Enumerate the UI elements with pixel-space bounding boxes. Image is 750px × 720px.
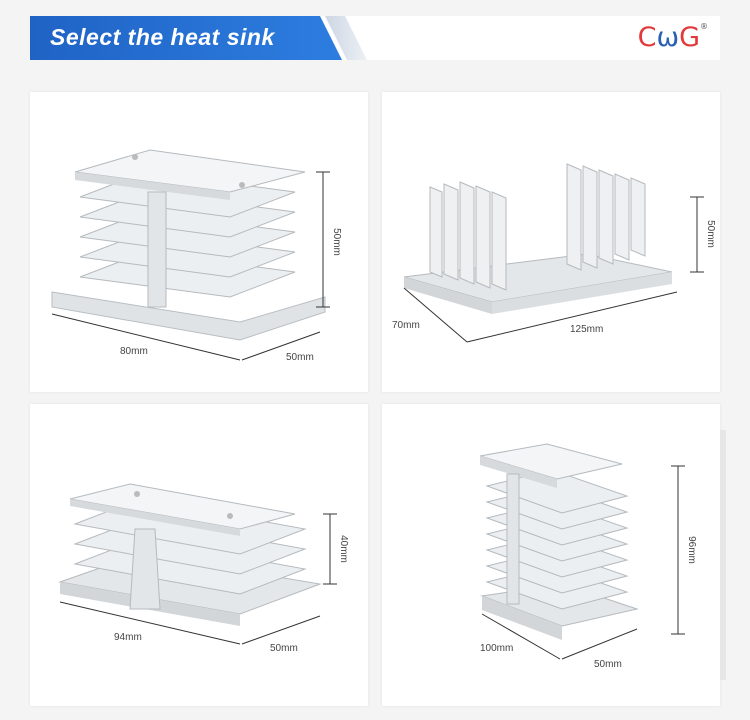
product-card-2[interactable]: 50mm 125mm 70mm [382, 92, 720, 392]
dim-height-3: 40mm [338, 535, 349, 563]
dim-height-1: 50mm [331, 228, 342, 256]
logo-letter-right: G [679, 22, 700, 53]
title-banner: Select the heat sink [30, 16, 342, 60]
product-card-1[interactable]: 50mm 80mm 50mm [30, 92, 368, 392]
dim-width-2: 125mm [570, 324, 603, 335]
dim-height-2: 50mm [705, 220, 716, 248]
dim-width-3: 94mm [114, 632, 142, 643]
dim-height-4: 96mm [686, 536, 697, 564]
logo-letter-left: C [637, 22, 657, 53]
product-card-4[interactable]: 96mm 100mm 50mm [382, 404, 720, 706]
heat-sink-image-1: 50mm 80mm 50mm [51, 149, 342, 363]
dim-width-1: 80mm [120, 346, 148, 357]
page-title: Select the heat sink [50, 24, 275, 50]
logo-letter-middle: ω [656, 22, 680, 53]
registered-mark: ® [700, 22, 708, 31]
dim-depth-4: 50mm [594, 659, 622, 670]
product-card-3[interactable]: 40mm 94mm 50mm [30, 404, 368, 706]
dim-depth-2: 70mm [392, 320, 420, 331]
dim-depth-3: 50mm [270, 643, 298, 654]
scroll-track[interactable] [720, 430, 726, 680]
brand-logo: CωG® [638, 22, 708, 53]
heat-sink-image-4: 96mm 100mm 50mm [479, 443, 697, 670]
header-bar: Select the heat sink CωG® [30, 16, 720, 60]
heat-sink-image-2: 50mm 125mm 70mm [392, 163, 716, 343]
dim-depth-1: 50mm [286, 352, 314, 363]
dim-width-4: 100mm [480, 643, 513, 654]
heat-sink-image-3: 40mm 94mm 50mm [58, 483, 349, 654]
